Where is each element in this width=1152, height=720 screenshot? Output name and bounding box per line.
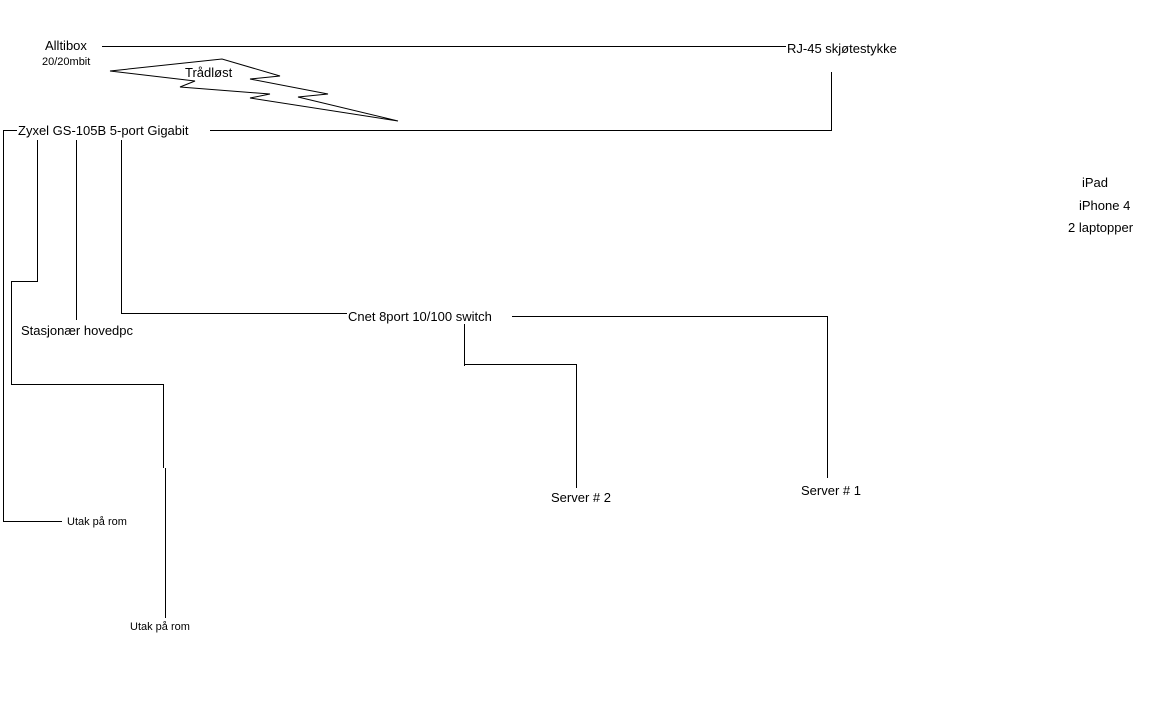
- alltibox-speed-label: 20/20mbit: [41, 56, 92, 69]
- server1-label: Server # 1: [800, 483, 862, 498]
- outlet-room-1-label: Utak på rom: [66, 516, 128, 529]
- lightning-bolt-icon: [109, 58, 399, 122]
- wireless-device-laptops: 2 laptopper: [1067, 220, 1135, 235]
- wireless-device-iphone: iPhone 4: [1078, 198, 1132, 213]
- cnet-switch-label: Cnet 8port 10/100 switch: [347, 309, 493, 324]
- wireless-label: Trådløst: [185, 65, 233, 80]
- wireless-device-ipad: iPad: [1081, 175, 1110, 190]
- zyxel-switch-label: Zyxel GS-105B 5-port Gigabit: [17, 123, 190, 138]
- alltibox-label: Alltibox: [44, 38, 88, 53]
- server2-label: Server # 2: [550, 490, 612, 505]
- outlet-room-2-label: Utak på rom: [129, 621, 191, 634]
- stationary-pc-label: Stasjonær hovedpc: [20, 323, 135, 338]
- rj45-label: RJ-45 skjøtestykke: [786, 41, 898, 56]
